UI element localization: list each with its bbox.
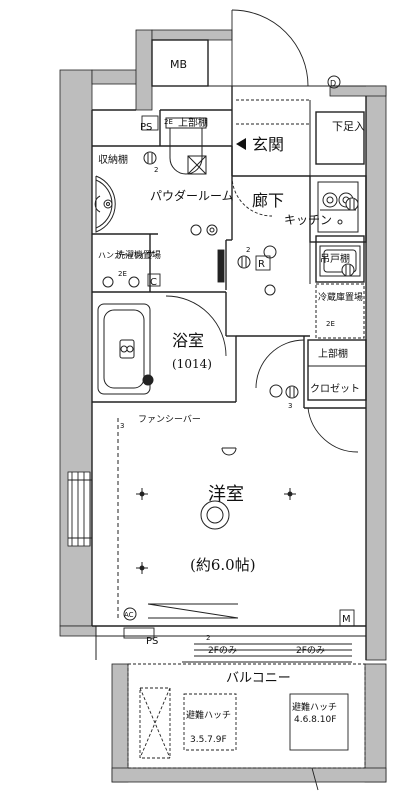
circle-symbols [102,75,341,621]
wash-basin [94,175,116,233]
western-room-label: 洋室 [208,484,244,505]
bathroom-size-label: (1014) [172,357,212,371]
symbol-2e-2: 2E [118,270,127,278]
symbol-num-3b: 3 [120,422,124,430]
hatch-right-floors-label: 4.6.8.10F [294,715,336,725]
hatch-right-title-label: 避難ハッチ [292,701,337,713]
symbol-m: M [342,614,351,625]
door-swings [165,9,359,453]
symbol-2e-1: 2E [164,118,173,126]
balcony-floor [127,663,366,791]
hatch-left-title-label: 避難ハッチ [186,709,231,721]
labels: MB PS 上部棚 玄関 下足入 収納棚 パウダールーム 廊下 キッチン 洗濯機… [98,58,365,745]
balcony-label: バルコニー [226,671,291,686]
symbol-d: D [330,79,336,88]
mb-label: MB [170,58,187,71]
closet-label: クロゼット [310,383,360,395]
symbol-num-2a: 2 [154,166,158,174]
ps-bottom-label: PS [146,636,158,647]
upper-shelf-right-label: 上部棚 [318,347,348,360]
shoe-box-text: 下足入 [332,120,365,133]
fancy-bar-label: ファンシーバー [138,414,201,425]
symbol-2e-3: 2E [326,320,335,328]
symbol-num-3a: 3 [288,402,292,410]
upper-shelf-top-label: 上部棚 [178,116,208,129]
shoe-box-label: 下足入 [332,120,365,133]
floor-note-right-label: 2Fのみ [296,645,325,656]
storage-shelf-label: 収納棚 [98,153,128,166]
structural-walls [59,29,387,783]
outlet-symbols [142,151,359,399]
symbol-c: C [150,277,157,288]
small-fixtures [123,115,355,639]
symbol-num-2b: 2 [246,246,250,254]
powder-room-label: パウダールーム [150,188,234,203]
ps-top-label: PS [140,122,152,133]
symbol-ac: AC [124,611,134,619]
symbol-num-2c: 2 [206,634,210,642]
floor-note-left-label: 2Fのみ [208,645,237,656]
fridge-space-label: 冷蔵庫置場 [318,291,363,303]
hatch-left-floors-label: 3.5.7.9F [190,735,227,745]
ceiling-lights [136,488,296,574]
bathroom-label: 浴室 [172,331,204,350]
balcony-sash [147,603,352,663]
washer-space-label: 洗濯機置場 [116,249,161,261]
cupboard-label: 吊戸棚 [320,252,350,265]
toilet-icon [165,117,207,175]
bathtub [97,303,151,395]
corridor-label: 廊下 [252,191,284,210]
western-room-size-label: (約6.0帖) [190,556,256,574]
hanger-pipe-label: ハンガーパイプ [98,250,154,260]
entrance-step [236,99,310,125]
symbol-r: R [258,259,265,270]
entrance-arrow-icon [236,138,246,150]
kitchen-sink [319,245,361,277]
left-window [68,472,92,546]
kitchen-label: キッチン [284,213,332,227]
interior-walls [91,39,367,660]
entrance-label: 玄関 [252,135,284,154]
